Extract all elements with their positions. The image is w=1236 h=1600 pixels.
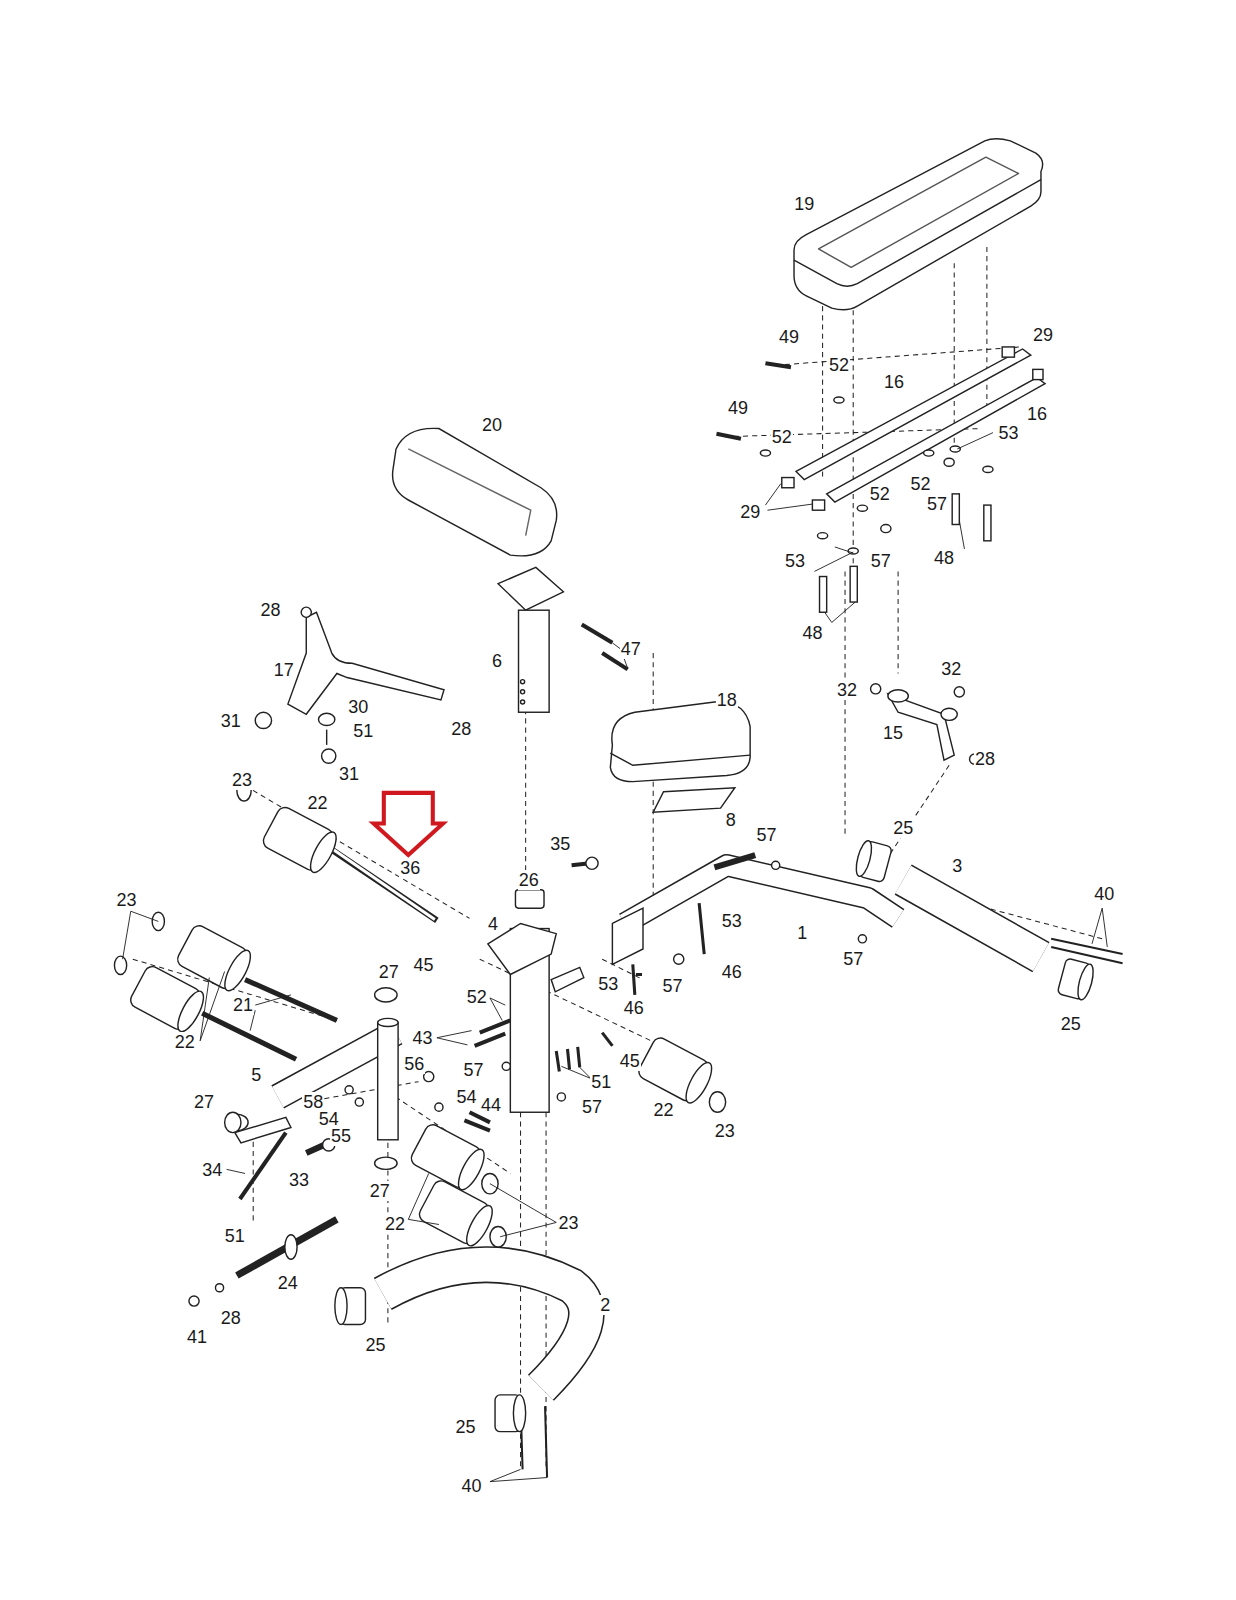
callout-number: 25 — [1060, 1014, 1082, 1034]
callout-number: 47 — [620, 639, 642, 659]
callout-number: 54 — [455, 1087, 477, 1107]
callout-number: 49 — [778, 327, 800, 347]
callout-number: 2 — [599, 1295, 611, 1315]
callout-number: 22 — [174, 1032, 196, 1052]
seat-rails — [716, 347, 1045, 612]
callout-number: 53 — [597, 974, 619, 994]
frame-parts — [189, 857, 1123, 1477]
callout-number: 21 — [232, 995, 254, 1015]
callout-number: 53 — [784, 551, 806, 571]
callout-number: 41 — [186, 1327, 208, 1347]
callout-number: 23 — [116, 890, 138, 910]
callout-number: 5 — [250, 1065, 262, 1085]
callout-number: 15 — [882, 723, 904, 743]
callout-number: 25 — [365, 1335, 387, 1355]
callout-number: 24 — [277, 1273, 299, 1293]
callout-number: 30 — [347, 697, 369, 717]
callout-number: 16 — [883, 372, 905, 392]
callout-number: 48 — [933, 548, 955, 568]
callout-number: 57 — [842, 949, 864, 969]
callout-number: 22 — [306, 793, 328, 813]
preacher-pad — [393, 428, 628, 712]
leg-bracket — [871, 684, 980, 765]
end-caps — [225, 839, 1097, 1431]
callout-number: 27 — [378, 962, 400, 982]
rollers — [114, 781, 725, 1250]
callout-number: 28 — [259, 600, 281, 620]
callout-number: 28 — [220, 1308, 242, 1328]
seat-cushion — [610, 702, 750, 812]
callout-number: 1 — [796, 923, 808, 943]
frame-tubes — [278, 855, 1041, 1388]
callout-number: 6 — [491, 651, 503, 671]
callout-number: 45 — [619, 1051, 641, 1071]
callout-number: 33 — [288, 1170, 310, 1190]
callout-number: 25 — [454, 1417, 476, 1437]
callout-number: 46 — [721, 962, 743, 982]
callout-number: 23 — [714, 1121, 736, 1141]
callout-number: 23 — [557, 1213, 579, 1233]
callout-number: 51 — [590, 1072, 612, 1092]
callout-number: 23 — [231, 770, 253, 790]
seat-pad — [794, 139, 1043, 310]
callout-number: 22 — [652, 1100, 674, 1120]
callout-number: 55 — [330, 1126, 352, 1146]
callout-number: 45 — [413, 955, 435, 975]
callout-number: 52 — [910, 474, 932, 494]
callout-number: 36 — [399, 858, 421, 878]
callout-number: 22 — [384, 1214, 406, 1234]
callout-number: 19 — [793, 194, 815, 214]
callout-number: 57 — [662, 976, 684, 996]
callout-number: 57 — [463, 1060, 485, 1080]
callout-number: 26 — [518, 870, 540, 890]
callout-number: 28 — [450, 719, 472, 739]
callout-number: 32 — [836, 680, 858, 700]
callout-number: 43 — [412, 1028, 434, 1048]
callout-number: 46 — [623, 998, 645, 1018]
callout-number: 20 — [481, 415, 503, 435]
callout-number: 52 — [869, 484, 891, 504]
callout-number: 18 — [716, 690, 738, 710]
callout-number: 40 — [1093, 884, 1115, 904]
callout-number: 52 — [466, 987, 488, 1007]
callout-number: 31 — [220, 711, 242, 731]
callout-number: 51 — [224, 1226, 246, 1246]
highlight-arrow — [374, 793, 443, 855]
callout-number: 56 — [403, 1054, 425, 1074]
callout-number: 40 — [461, 1476, 483, 1496]
callout-number: 57 — [755, 825, 777, 845]
callout-number: 57 — [870, 551, 892, 571]
leader-lines — [123, 433, 1108, 1482]
roller-arm — [255, 607, 444, 763]
callout-number: 52 — [828, 355, 850, 375]
callout-number: 8 — [725, 810, 737, 830]
callout-number: 16 — [1026, 404, 1048, 424]
callout-number: 53 — [721, 911, 743, 931]
callout-number: 57 — [581, 1097, 603, 1117]
callout-number: 49 — [727, 398, 749, 418]
callout-number: 28 — [974, 749, 996, 769]
callout-number: 44 — [480, 1095, 502, 1115]
callout-number: 35 — [549, 834, 571, 854]
callout-number: 27 — [369, 1181, 391, 1201]
callout-number: 4 — [487, 914, 499, 934]
callout-number: 51 — [352, 721, 374, 741]
callout-number: 25 — [892, 818, 914, 838]
callout-number: 31 — [338, 764, 360, 784]
callout-number: 32 — [940, 659, 962, 679]
callout-number: 3 — [951, 856, 963, 876]
callout-number: 29 — [739, 502, 761, 522]
assembly-lines — [133, 247, 1102, 1469]
callout-number: 17 — [273, 660, 295, 680]
callout-number: 53 — [997, 423, 1019, 443]
callout-number: 48 — [801, 623, 823, 643]
callout-number: 29 — [1032, 325, 1054, 345]
callout-number: 34 — [201, 1160, 223, 1180]
callout-number: 57 — [926, 494, 948, 514]
callout-number: 52 — [771, 427, 793, 447]
callout-number: 27 — [193, 1092, 215, 1112]
